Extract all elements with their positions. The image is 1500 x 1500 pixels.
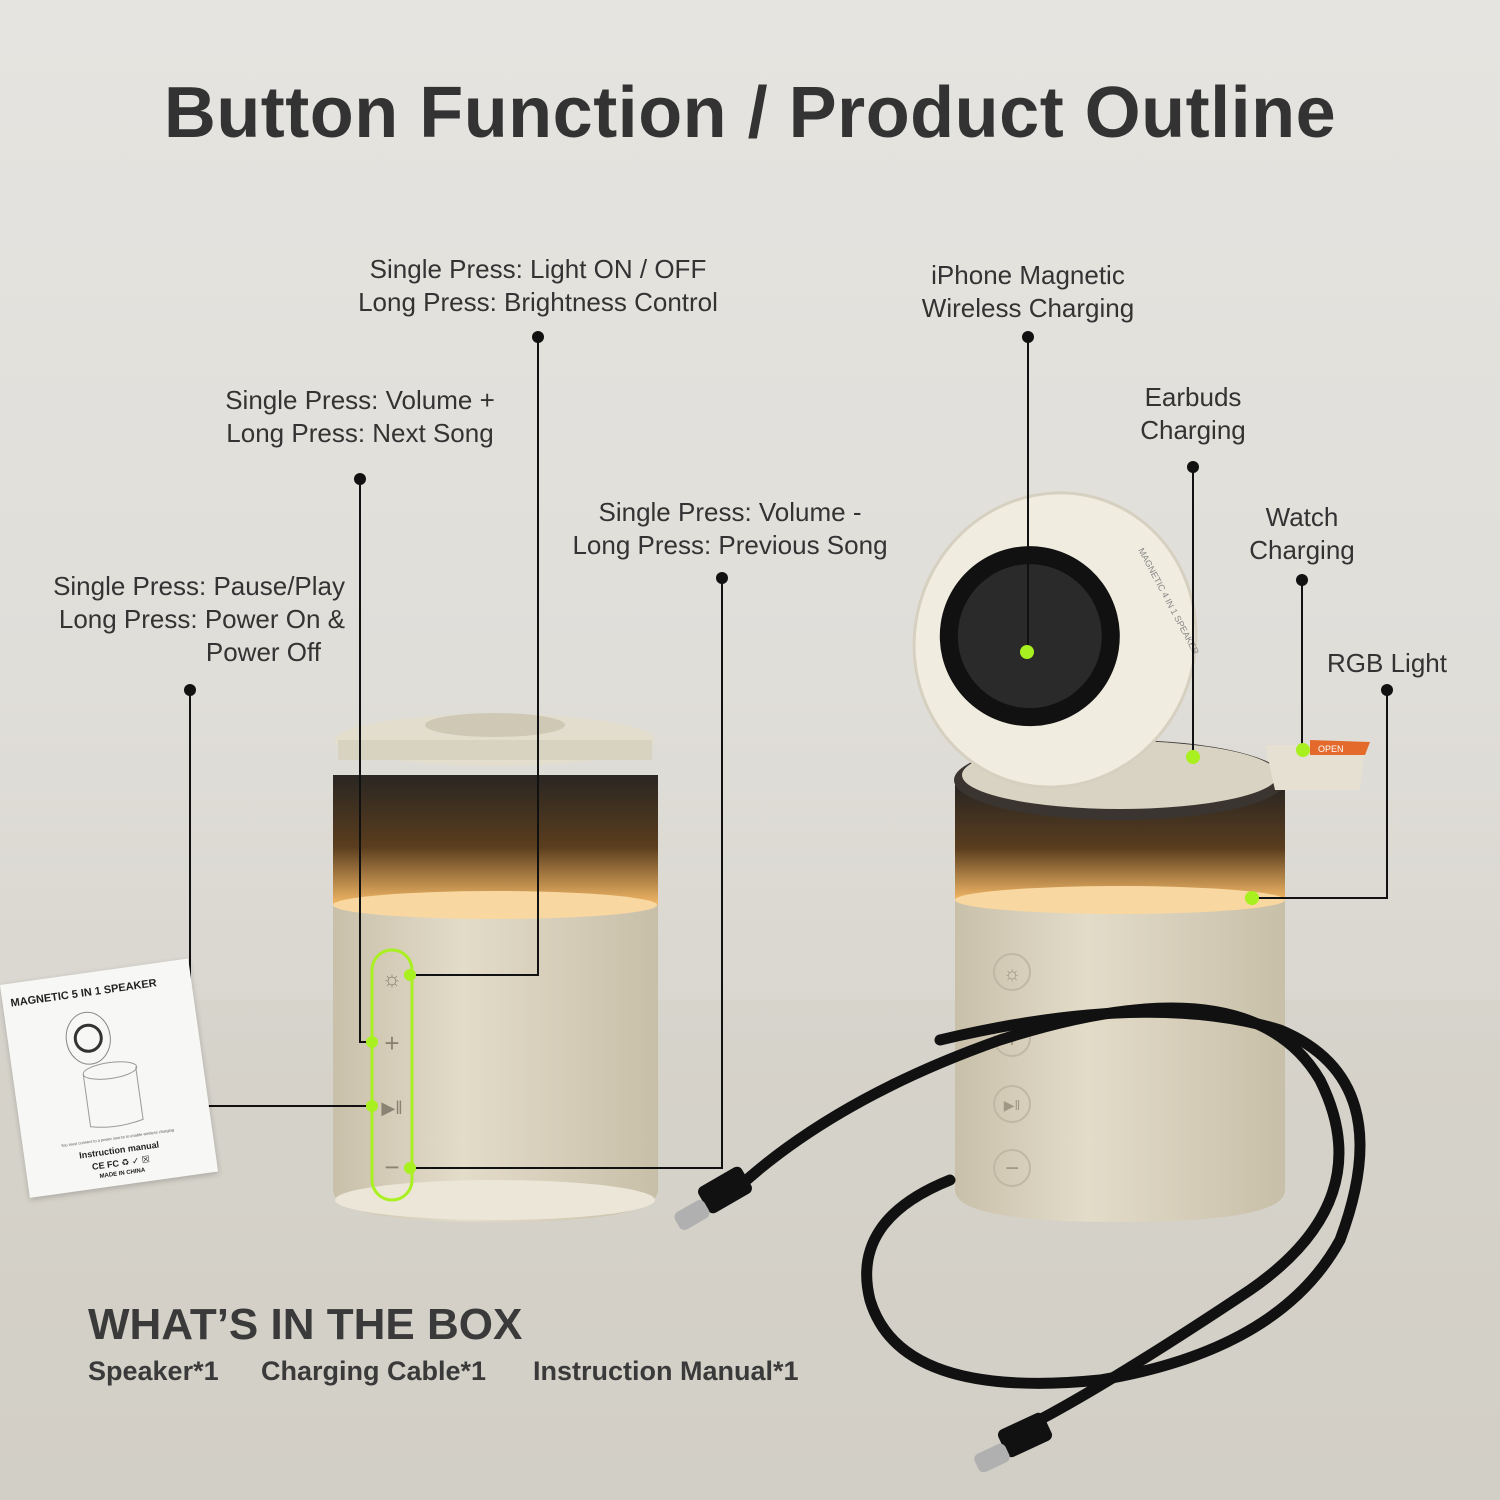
callout-play-line1: Single Press: Pause/Play	[53, 571, 345, 601]
play-pause-icon: ▶‖	[1004, 1097, 1021, 1113]
callout-play-line2: Long Press: Power On &	[58, 604, 345, 634]
callout-light-line1: Single Press: Light ON / OFF	[369, 254, 707, 284]
callout-watch: Watch Charging	[1202, 501, 1402, 567]
box-title: WHAT’S IN THE BOX	[88, 1300, 523, 1349]
callout-iphone: iPhone Magnetic Wireless Charging	[878, 259, 1178, 325]
callout-earbuds-line2: Charging	[1140, 415, 1246, 445]
callout-play-line3: Power Off	[205, 637, 321, 667]
callout-light: Single Press: Light ON / OFF Long Press:…	[338, 253, 738, 319]
volume-up-icon: +	[384, 1028, 399, 1058]
magnetic-lid	[912, 491, 1198, 789]
light-button-icon: ☼	[1003, 963, 1021, 985]
target-dots	[366, 645, 1310, 1174]
right-speaker: OPEN ☼ + ▶‖ − MAGNETIC 4 IN 1 SPEAKER	[912, 491, 1370, 1222]
callout-volume-down: Single Press: Volume - Long Press: Previ…	[540, 496, 920, 562]
callout-rgb-line1: RGB Light	[1327, 648, 1447, 678]
callout-light-line2: Long Press: Brightness Control	[358, 287, 718, 317]
callout-iphone-line1: iPhone Magnetic	[931, 260, 1125, 290]
volume-down-icon: −	[384, 1152, 399, 1182]
callout-volume-down-line2: Long Press: Previous Song	[572, 530, 888, 560]
button-highlight	[370, 948, 414, 1202]
play-pause-icon: ▶‖	[381, 1098, 402, 1118]
callout-earbuds-line1: Earbuds	[1144, 382, 1242, 412]
callout-volume-up-line1: Single Press: Volume +	[225, 385, 495, 415]
callout-iphone-line2: Wireless Charging	[921, 293, 1135, 323]
callout-volume-up: Single Press: Volume + Long Press: Next …	[200, 384, 520, 450]
tab-text: OPEN	[1318, 744, 1344, 754]
watch-charger-tab	[1265, 745, 1365, 790]
box-item-manual: Instruction Manual*1	[533, 1356, 799, 1386]
callout-play: Single Press: Pause/Play Long Press: Pow…	[20, 570, 345, 669]
callout-dots	[184, 331, 1393, 696]
callout-rgb: RGB Light	[1297, 647, 1477, 680]
callout-volume-up-line2: Long Press: Next Song	[226, 418, 494, 448]
light-button-icon: ☼	[382, 966, 402, 991]
charging-cable	[674, 1002, 1366, 1473]
page-title: Button Function / Product Outline	[163, 73, 1337, 153]
callout-volume-down-line1: Single Press: Volume -	[598, 497, 862, 527]
box-item-speaker: Speaker*1	[88, 1356, 219, 1386]
box-item-cable: Charging Cable*1	[261, 1356, 487, 1386]
callout-earbuds: Earbuds Charging	[1093, 381, 1293, 447]
instruction-manual: MAGNETIC 5 IN 1 SPEAKER You must connect…	[0, 958, 219, 1198]
callout-watch-line2: Charging	[1249, 535, 1355, 565]
callout-watch-line1: Watch	[1265, 502, 1339, 532]
callout-lines	[189, 337, 1388, 1169]
volume-down-icon: −	[1005, 1155, 1019, 1182]
left-speaker: ☼ + ▶‖ −	[333, 713, 658, 1222]
manual-speaker-sketch	[65, 1011, 144, 1128]
